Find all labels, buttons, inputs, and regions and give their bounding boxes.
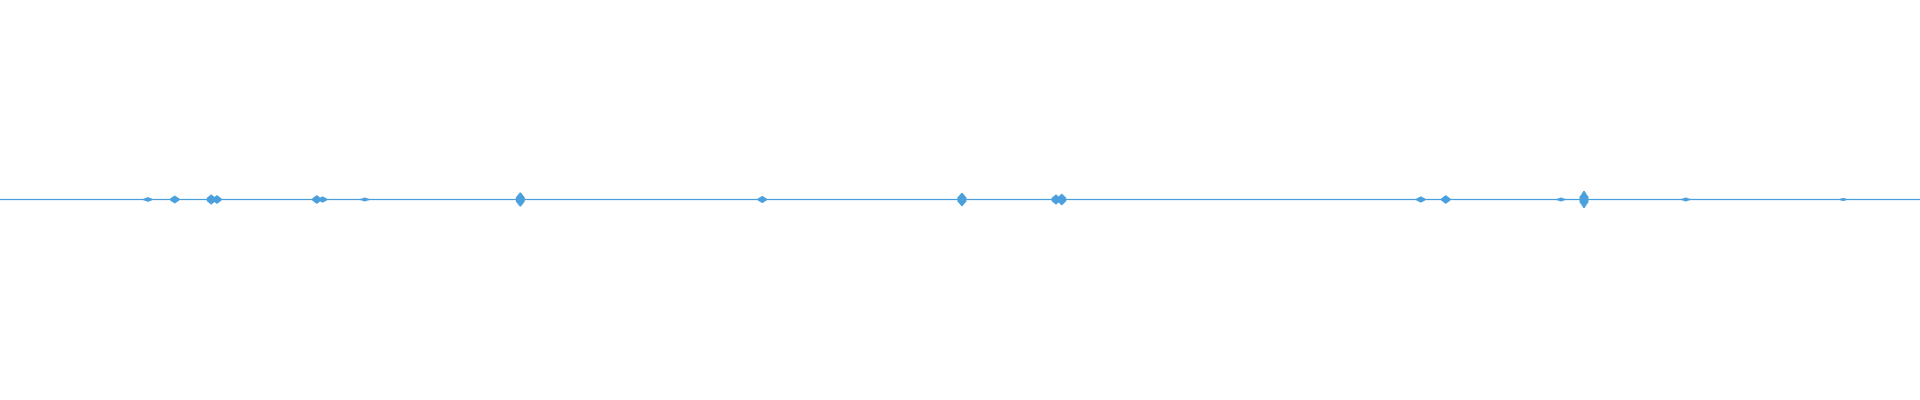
- waveform-burst: [318, 196, 328, 203]
- waveform-burst: [957, 192, 967, 207]
- waveform-bursts: [143, 190, 1848, 209]
- waveform-burst: [1556, 197, 1566, 202]
- waveform-burst: [360, 197, 370, 202]
- waveform-burst: [1416, 196, 1426, 203]
- waveform-burst: [143, 197, 153, 202]
- waveform-burst: [515, 192, 525, 207]
- waveform-burst: [212, 195, 222, 204]
- waveform-burst: [1441, 195, 1451, 204]
- waveform-burst: [1838, 198, 1848, 201]
- waveform-burst: [1057, 193, 1067, 206]
- waveform-burst: [1579, 190, 1589, 209]
- waveform-burst: [170, 195, 180, 204]
- waveform-burst: [757, 196, 767, 203]
- waveform-burst: [1681, 197, 1691, 202]
